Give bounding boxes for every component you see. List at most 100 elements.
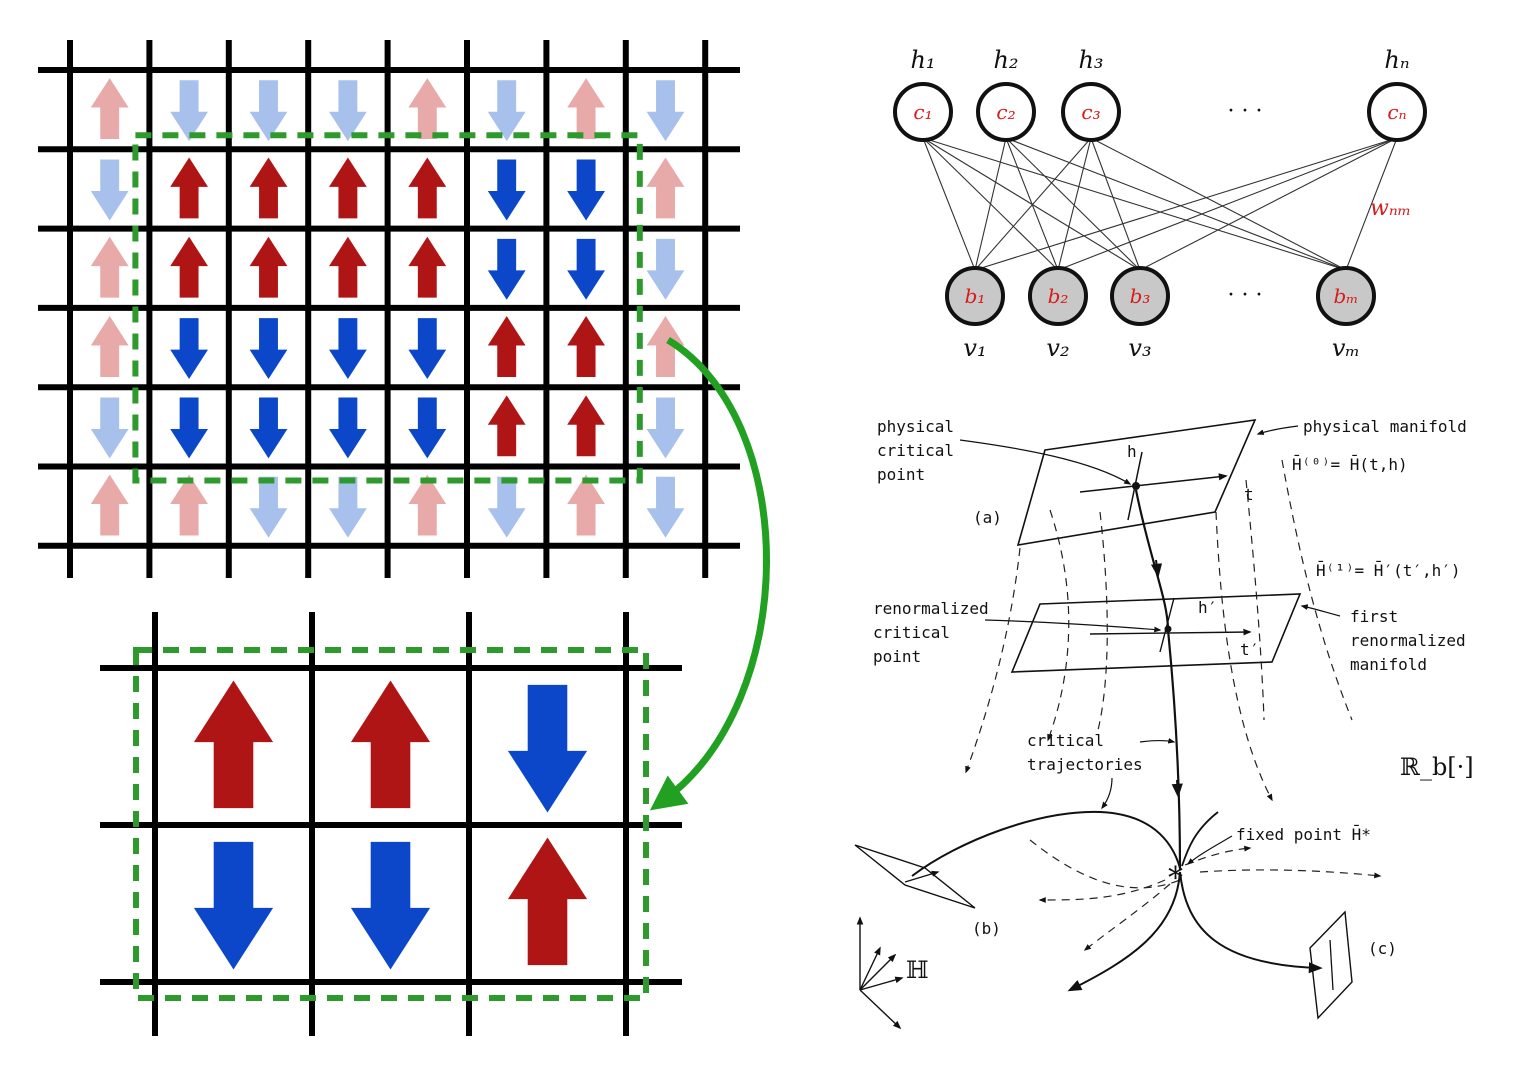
axis-t-line (1079, 473, 1228, 493)
small-plane-b-axis (904, 870, 940, 883)
spin-up-arrow-r2c0 (90, 236, 129, 298)
rg-flow-diagram: physical critical point physical manifol… (854, 417, 1474, 1030)
critical-trajectories-label-1: critical (1027, 731, 1104, 750)
visible-unit-label: v₁ (963, 334, 986, 362)
hidden-node (1061, 82, 1121, 142)
renormalized-manifold-pointer (1300, 604, 1341, 617)
spin-up-arrow-r5c6 (567, 474, 605, 536)
spin-down-arrow-r5c7 (646, 476, 685, 538)
visible-node-label: b₁ (965, 284, 986, 308)
physical-critical-point-pointer (959, 439, 1132, 485)
physical-critical-point-dot (1132, 482, 1140, 490)
spin-up-arrow-r1c4 (408, 157, 447, 219)
block-spin-border (132, 132, 643, 484)
visible-unit-label: vₘ (1332, 334, 1360, 362)
spin-up-arrow-r3c5 (487, 316, 526, 377)
spin-up-arrow-r0c1 (350, 680, 431, 809)
spin-up-arrow-r0c0 (90, 78, 129, 140)
critical-trajectory-main (1134, 489, 1182, 871)
rbm-edge (1057, 137, 1398, 271)
hidden-node-label: c₃ (1081, 100, 1100, 124)
trajectory-top-right-in (1181, 811, 1219, 867)
physical-critical-point-label-3: point (877, 465, 925, 484)
physical-critical-point-label-2: critical (877, 441, 954, 460)
trajectory-to-c (1179, 871, 1323, 974)
spin-up-arrow-r1c2 (249, 157, 288, 219)
critical-trajectories-pointer-2 (1101, 777, 1113, 810)
spin-down-arrow-r4c1 (170, 397, 208, 459)
spin-down-arrow-r2c7 (646, 238, 685, 300)
spin-down-arrow-r4c0 (90, 397, 129, 459)
small-plane-c-axis (1329, 939, 1334, 991)
rbm-edges (922, 137, 1398, 271)
physical-critical-point-label-1: physical (877, 417, 954, 436)
spin-up-arrow-r1c1 (170, 157, 208, 219)
renormalized-critical-point-pointer (984, 619, 1162, 633)
hidden-node-label: c₁ (913, 100, 932, 124)
rbm-edge (974, 137, 1007, 271)
spin-up-arrow-r4c5 (487, 395, 526, 457)
coarse-spin-lattice (100, 612, 682, 1036)
spin-up-arrow-r1c3 (329, 157, 367, 219)
hilbert-axes (856, 916, 904, 1030)
axis-h-label: h (1127, 442, 1137, 461)
rbm-edge (1090, 137, 1141, 271)
trajectory-from-b (911, 810, 1181, 877)
physical-manifold-label: physical manifold (1303, 417, 1467, 436)
spin-down-arrow-r0c3 (329, 80, 367, 142)
label-a: (a) (973, 508, 1002, 527)
hidden-node (1367, 82, 1427, 142)
rbm-edge (922, 137, 1347, 271)
critical-trajectory-arrow-1 (1150, 559, 1163, 578)
spin-up-arrow-r2c1 (170, 236, 208, 298)
rbm-edge (1345, 137, 1398, 271)
coarse-block-border (133, 647, 649, 1001)
rbm-edge (974, 137, 1398, 271)
fixed-point-pointer (1186, 835, 1233, 865)
spin-down-arrow-r0c2 (507, 684, 588, 813)
spin-up-arrow-r2c4 (408, 236, 447, 298)
fine-spin-lattice (38, 40, 740, 578)
spin-up-arrow-r3c7 (646, 316, 685, 377)
hidden-unit-label: h₁ (910, 46, 935, 74)
small-plane-b (854, 844, 976, 909)
visible-ellipsis: · · · (1228, 283, 1263, 308)
visible-node (945, 266, 1005, 326)
renormalized-critical-point-label-1: renormalized (873, 599, 989, 618)
spin-down-arrow-r0c5 (487, 80, 526, 142)
small-plane-c (1309, 910, 1353, 1020)
hidden-node-label: cₙ (1387, 100, 1406, 124)
renormalized-manifold-plane (1010, 593, 1302, 673)
spin-down-arrow-r4c2 (249, 397, 288, 459)
axis-t-label: t (1244, 485, 1254, 504)
spin-up-arrow-r0c4 (408, 78, 447, 140)
critical-trajectory-arrow-2 (1171, 779, 1183, 798)
spin-down-arrow-r1c0 (193, 841, 274, 970)
spin-up-arrow-r2c3 (329, 236, 367, 298)
hidden-node (893, 82, 953, 142)
physical-manifold-plane (1016, 419, 1257, 546)
rbm-edge (1005, 137, 1059, 271)
renormalized-critical-point-label-3: point (873, 647, 921, 666)
hidden-node (976, 82, 1036, 142)
spin-up-arrow-r1c2 (507, 837, 588, 966)
spin-up-arrow-r3c6 (567, 316, 605, 377)
spin-down-arrow-r3c2 (249, 318, 288, 380)
fixed-point-label: fixed point H̄* (1236, 825, 1371, 844)
rbm-edge (1139, 137, 1398, 271)
critical-trajectories-label-2: trajectories (1027, 755, 1143, 774)
spin-down-arrow-r2c6 (567, 238, 605, 300)
spin-up-arrow-r1c7 (646, 157, 685, 219)
block-spin-mapping-arrow (649, 337, 770, 811)
label-c: (c) (1368, 939, 1397, 958)
spin-down-arrow-r5c2 (249, 476, 288, 538)
spin-down-arrow-r3c4 (408, 318, 447, 380)
trajectory-to-bottom-left (1067, 871, 1181, 992)
rbm-edge (1057, 137, 1092, 271)
spin-up-arrow-r0c6 (567, 78, 605, 140)
hidden-ellipsis: · · · (1228, 99, 1263, 124)
rbm-edge (974, 137, 1092, 271)
hidden-unit-label: h₂ (993, 46, 1018, 74)
axis-h-prime-label: h′ (1198, 598, 1217, 617)
rb-operator-label: ℝ_b[·] (1400, 753, 1474, 781)
